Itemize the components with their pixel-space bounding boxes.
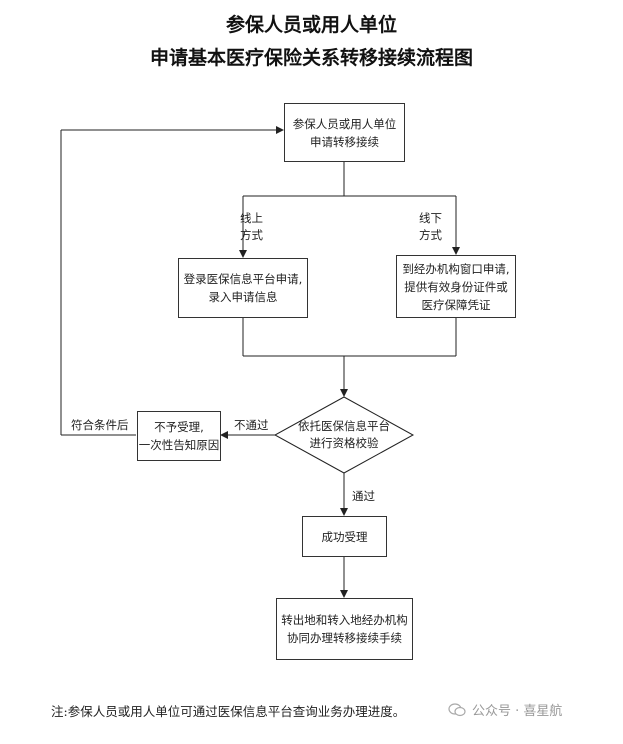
retry-label: 符合条件后 bbox=[71, 418, 129, 432]
title-line-2: 申请基本医疗保险关系转移接续流程图 bbox=[149, 47, 473, 69]
check-line-2: 进行资格校验 bbox=[309, 436, 379, 450]
pass-label: 通过 bbox=[352, 489, 375, 503]
reject-node: 不予受理, 一次性告知原因 bbox=[137, 411, 221, 461]
footnote: 注:参保人员或用人单位可通过医保信息平台查询业务办理进度。 bbox=[51, 704, 406, 719]
start-node-line-2: 申请转移接续 bbox=[310, 134, 379, 149]
offline-apply-node: 到经办机构窗口申请, 提供有效身份证件或 医疗保障凭证 bbox=[396, 255, 516, 318]
online-label: 线上方式 bbox=[240, 211, 263, 242]
title-line-1: 参保人员或用人单位 bbox=[225, 14, 397, 36]
accept-label: 成功受理 bbox=[321, 529, 368, 544]
finish-line-2: 协同办理转移接续手续 bbox=[287, 631, 402, 645]
start-node: 参保人员或用人单位 申请转移接续 bbox=[284, 103, 405, 162]
reject-line-2: 一次性告知原因 bbox=[138, 438, 220, 452]
offline-apply-line-2: 提供有效身份证件或 bbox=[404, 279, 508, 294]
finish-node: 转出地和转入地经办机构 协同办理转移接续手续 bbox=[276, 598, 413, 660]
online-apply-line-2: 录入申请信息 bbox=[208, 290, 278, 304]
check-node: 依托医保信息平台 进行资格校验 bbox=[293, 418, 395, 452]
online-apply-line-1: 登录医保信息平台申请, bbox=[183, 272, 303, 286]
accept-node: 成功受理 bbox=[302, 516, 387, 557]
check-line-1: 依托医保信息平台 bbox=[298, 419, 390, 433]
wechat-icon bbox=[448, 702, 466, 716]
reject-line-1: 不予受理, bbox=[154, 420, 204, 434]
finish-line-1: 转出地和转入地经办机构 bbox=[281, 613, 408, 627]
watermark: 公众号 · 喜星航 bbox=[448, 700, 562, 719]
watermark-text: 公众号 · 喜星航 bbox=[472, 704, 563, 719]
start-node-line-1: 参保人员或用人单位 bbox=[292, 116, 397, 131]
offline-label: 线下方式 bbox=[419, 211, 442, 242]
online-apply-node: 登录医保信息平台申请, 录入申请信息 bbox=[178, 258, 308, 318]
offline-apply-line-1: 到经办机构窗口申请, bbox=[402, 261, 510, 276]
offline-apply-line-3: 医疗保障凭证 bbox=[421, 297, 491, 312]
fail-label: 不通过 bbox=[234, 418, 269, 432]
